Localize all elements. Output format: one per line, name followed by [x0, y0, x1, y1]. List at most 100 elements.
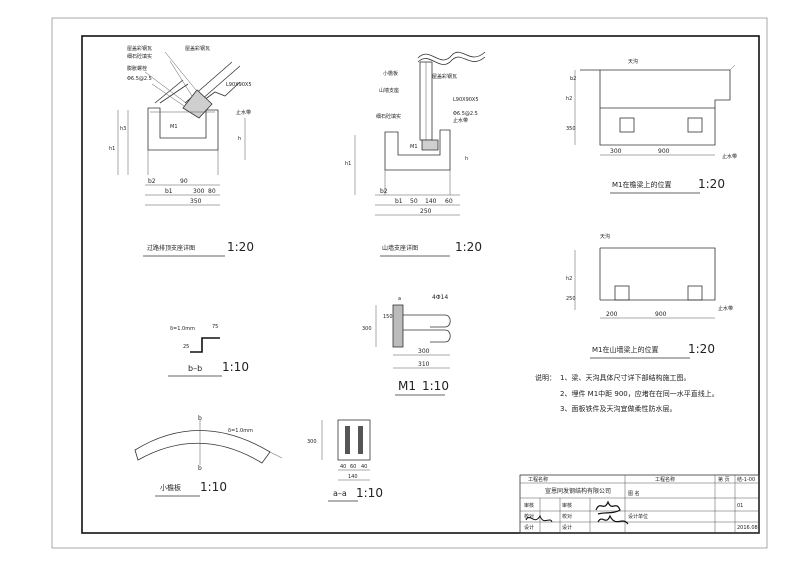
dim-300-aa: 300	[307, 439, 317, 445]
label-anchor: Φ6.5@2.5	[127, 76, 152, 82]
title-small-board: 小檐板	[160, 483, 181, 492]
dim-50-detail2: 50	[410, 198, 418, 205]
dim-h1-detail2: h1	[345, 161, 351, 167]
label-roof-board: 屋盖彩钢瓦	[127, 45, 152, 52]
dim-300-detail1: 300	[193, 188, 205, 195]
tb-row-review: 审核	[524, 502, 534, 509]
note-2: 2、埋件 M1中距 900，应堵在在同一水平直线上。	[560, 389, 719, 398]
dim-b1-detail2: b1	[395, 198, 403, 205]
tb-project-label: 工程名称	[528, 476, 548, 483]
label-b-bottom: b	[198, 465, 202, 472]
label-tiangou-gable: 天沟	[600, 233, 610, 240]
label-m1-detail1: M1	[170, 124, 178, 130]
dim-25-bb: 25	[183, 344, 189, 350]
detail-section-aa: 300 40 60 40 140 a–a 1:10	[307, 419, 383, 502]
dim-250-gable: 250	[566, 296, 576, 302]
dim-b2-detail1: b2	[148, 178, 156, 185]
label-fine-stone: 细石砼填实	[127, 53, 152, 60]
dim-350-detail1: 350	[190, 198, 202, 205]
sheet-outer-border	[51, 17, 768, 549]
label-water-stop-gable2: 止水带	[718, 305, 733, 312]
dim-b1-detail1: b1	[165, 188, 173, 195]
dim-40-aa-left: 40	[340, 464, 346, 470]
dim-60-aa: 60	[350, 464, 356, 470]
scale-small-board: 1:10	[200, 480, 227, 494]
label-a-top: a	[398, 296, 401, 302]
title-gable-support: 山墙支座详图	[382, 244, 418, 252]
notes-block: 说明： 1、梁、天沟具体尺寸详下部结构施工图。 2、埋件 M1中距 900，应堵…	[535, 373, 719, 413]
scale-gable-support: 1:20	[455, 240, 482, 254]
scale-m1-gable: 1:20	[688, 342, 715, 356]
dim-80-detail1: 80	[208, 188, 216, 195]
dim-h-detail2: h	[465, 156, 468, 162]
detail-m1-plate: 4Φ14 300 150 300 310 a M1 1:10	[362, 294, 451, 396]
notes-heading: 说明：	[535, 373, 556, 382]
tb-row-check: 校对	[524, 513, 534, 520]
label-angle-gable: L90X90X5	[453, 97, 479, 103]
label-rebar: 4Φ14	[432, 294, 448, 301]
signature-1	[595, 500, 621, 515]
sheet-inner-border	[81, 35, 760, 534]
detail-small-eave-board: b b δ=1.0mm 小檐板 1:10	[134, 415, 283, 497]
title-block: 工程名称 工程名称 宣恩同发钢结构有限公司 图 名 第 页 结-1-00 审核 …	[519, 474, 760, 534]
dim-40-aa-right: 40	[361, 464, 367, 470]
dim-200-gable: 200	[606, 311, 618, 318]
tb-project-label-2: 工程名称	[655, 476, 675, 483]
tb-company: 宣恩同发钢结构有限公司	[545, 487, 611, 495]
detail-m1-gable: h2 250 天沟 200 900 止水带 M1在山墙梁上的位置 1:20	[566, 233, 733, 359]
dim-h2-gable: h2	[566, 276, 572, 282]
tb-sheet-no: 结-1-00	[737, 476, 755, 483]
scale-m1-eave: 1:20	[698, 177, 725, 191]
detail-section-bb: δ=1.0mm 75 25 b–b 1:10	[168, 324, 249, 377]
label-m1-detail2: M1	[410, 144, 418, 150]
title-section-aa: a–a	[333, 489, 347, 498]
title-pipe-support: 过路排顶支座详图	[147, 244, 195, 252]
label-water-stop-gable: 止水带	[453, 117, 468, 124]
scale-pipe-support: 1:20	[227, 240, 254, 254]
dim-b2-detail2: b2	[380, 188, 388, 195]
dim-300-eave: 300	[610, 148, 622, 155]
dim-250-detail2: 250	[420, 208, 432, 215]
signature-2	[597, 514, 629, 525]
label-small-eave: 小檐板	[383, 70, 398, 77]
dim-900-gable: 900	[655, 311, 667, 318]
dim-310-m1: 310	[418, 361, 430, 368]
label-angle: L90X90X5	[226, 82, 252, 88]
label-water-stop: 止水带	[236, 109, 251, 116]
label-b-top: b	[198, 415, 202, 422]
label-delta-eave: δ=1.0mm	[228, 428, 253, 434]
title-section-bb: b–b	[188, 364, 202, 373]
dim-75-bb: 75	[212, 324, 218, 330]
note-3: 3、面板铁件及天沟宜做柔性防水层。	[560, 404, 676, 413]
scale-m1: 1:10	[422, 379, 449, 393]
title-m1-gable: M1在山墙梁上的位置	[592, 345, 659, 354]
tb-stamp: 设计单位	[628, 513, 648, 520]
tb-row-design: 设计	[524, 524, 534, 531]
dim-h3-detail1: h3	[120, 126, 126, 132]
dim-h1-detail1: h1	[109, 146, 115, 152]
tb-ver: 01	[737, 503, 743, 509]
dim-h2-eave: h2	[566, 96, 572, 102]
dim-90-detail1: 90	[180, 178, 188, 185]
tb-sheet-no-label: 第 页	[718, 476, 730, 483]
note-1: 1、梁、天沟具体尺寸详下部结构施工图。	[560, 373, 690, 382]
title-m1-eave: M1在檐梁上的位置	[612, 180, 672, 189]
dim-140-detail2: 140	[425, 198, 437, 205]
label-bolt: 膨胀螺栓	[127, 65, 147, 72]
detail-gable-support: 小檐板 屋盖彩钢瓦 山墙支座 细石砼填实 L90X90X5 Φ6.5@2.5 止…	[345, 51, 486, 257]
tb-row-check-2: 校对	[562, 513, 572, 520]
dim-140-aa: 140	[348, 474, 358, 480]
tb-date: 2016.08	[737, 525, 758, 531]
dim-b2-eave: b2	[570, 76, 576, 82]
detail-pipe-support: 屋盖彩钢瓦 屋盖彩钢瓦 细石砼填实 膨胀螺栓 Φ6.5@2.5 L90X90X5…	[109, 45, 254, 257]
dim-h-detail1: h	[238, 136, 241, 142]
dim-60-detail2: 60	[445, 198, 453, 205]
scale-section-bb: 1:10	[222, 360, 249, 374]
dim-900-eave: 900	[658, 148, 670, 155]
label-anchor-gable: Φ6.5@2.5	[453, 111, 478, 117]
dim-300-m1-h: 300	[418, 348, 430, 355]
dim-150-m1: 150	[383, 314, 393, 320]
tb-drawing-label: 图 名	[628, 490, 640, 497]
tb-row-review-2: 审核	[562, 502, 572, 509]
